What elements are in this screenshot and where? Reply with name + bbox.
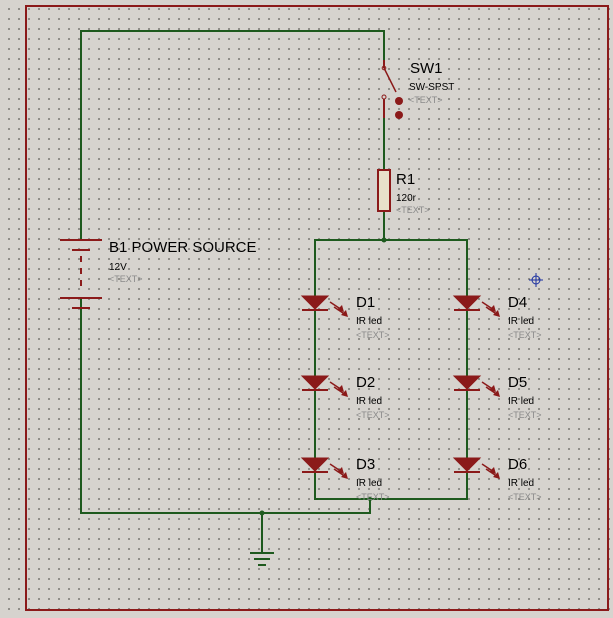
- led-ref-label: D1: [356, 294, 375, 311]
- led-ref-label: D5: [508, 374, 527, 391]
- sheet-border: [25, 5, 609, 611]
- wires: [80, 30, 468, 554]
- led-value-label: IR led: [356, 396, 382, 407]
- switch-value-label: SW-SPST: [409, 82, 454, 93]
- led-text-placeholder: <TEXT>: [356, 410, 390, 420]
- led-text-placeholder: <TEXT>: [356, 492, 390, 502]
- wire-top: [80, 30, 385, 239]
- junction-dot: [381, 237, 387, 243]
- led-text-placeholder: <TEXT>: [508, 330, 542, 340]
- resistor-text-placeholder: <TEXT>: [396, 205, 430, 215]
- ground-symbol: [250, 552, 274, 566]
- switch-ref-label: SW1: [410, 60, 443, 77]
- battery-value-label: 12V: [109, 262, 127, 273]
- switch-terminal-icon: [395, 111, 403, 119]
- led-value-label: IR led: [356, 478, 382, 489]
- led-symbol-d6[interactable]: [452, 457, 500, 479]
- wire-top-bus: [314, 239, 468, 297]
- led-symbol-d5[interactable]: [452, 375, 500, 397]
- wire-bottom-return: [80, 299, 371, 514]
- resistor-ref-label: R1: [396, 171, 415, 188]
- led-group: D1 IR led <TEXT> D2 IR led <TEXT> D3 IR led <TEX…: [300, 294, 542, 502]
- led-text-placeholder: <TEXT>: [508, 492, 542, 502]
- led-symbol-d1[interactable]: [300, 295, 348, 317]
- junction-dot: [259, 510, 265, 516]
- led-symbol-d3[interactable]: [300, 457, 348, 479]
- led-value-label: IR led: [356, 316, 382, 327]
- battery-ref-label: B1 POWER SOURCE: [109, 239, 257, 256]
- led-symbol-d4[interactable]: [452, 295, 500, 317]
- crosshair-cursor-icon: [529, 273, 543, 287]
- led-ref-label: D3: [356, 456, 375, 473]
- led-ref-label: D2: [356, 374, 375, 391]
- battery-symbol[interactable]: [60, 239, 102, 309]
- resistor-value-label: 120r: [396, 193, 417, 204]
- resistor-symbol[interactable]: [377, 169, 391, 212]
- switch-symbol[interactable]: [381, 60, 403, 119]
- led-value-label: IR led: [508, 396, 534, 407]
- led-ref-label: D4: [508, 294, 527, 311]
- led-ref-label: D6: [508, 456, 527, 473]
- led-text-placeholder: <TEXT>: [508, 410, 542, 420]
- junction-dot: [368, 497, 372, 501]
- led-value-label: IR led: [508, 478, 534, 489]
- switch-terminal-icon: [395, 97, 403, 105]
- led-text-placeholder: <TEXT>: [356, 330, 390, 340]
- led-value-label: IR led: [508, 316, 534, 327]
- switch-text-placeholder: <TEXT>: [409, 95, 443, 105]
- battery-text-placeholder: <TEXT>: [109, 274, 143, 284]
- wire-bottom-bus: [314, 471, 468, 500]
- led-symbol-d2[interactable]: [300, 375, 348, 397]
